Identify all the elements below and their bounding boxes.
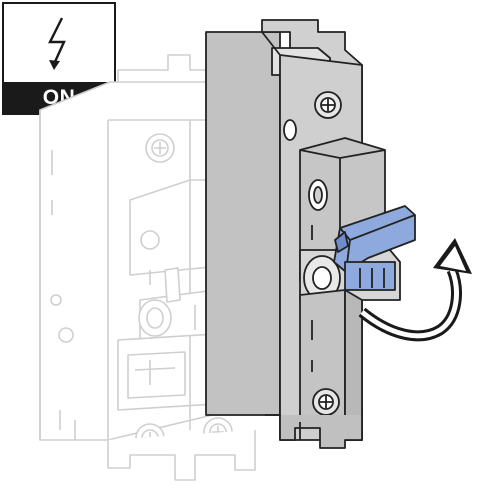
lightning-bolt-icon: [4, 4, 114, 82]
active-breaker: [205, 19, 416, 449]
curved-arrow-up-icon: [358, 238, 472, 342]
